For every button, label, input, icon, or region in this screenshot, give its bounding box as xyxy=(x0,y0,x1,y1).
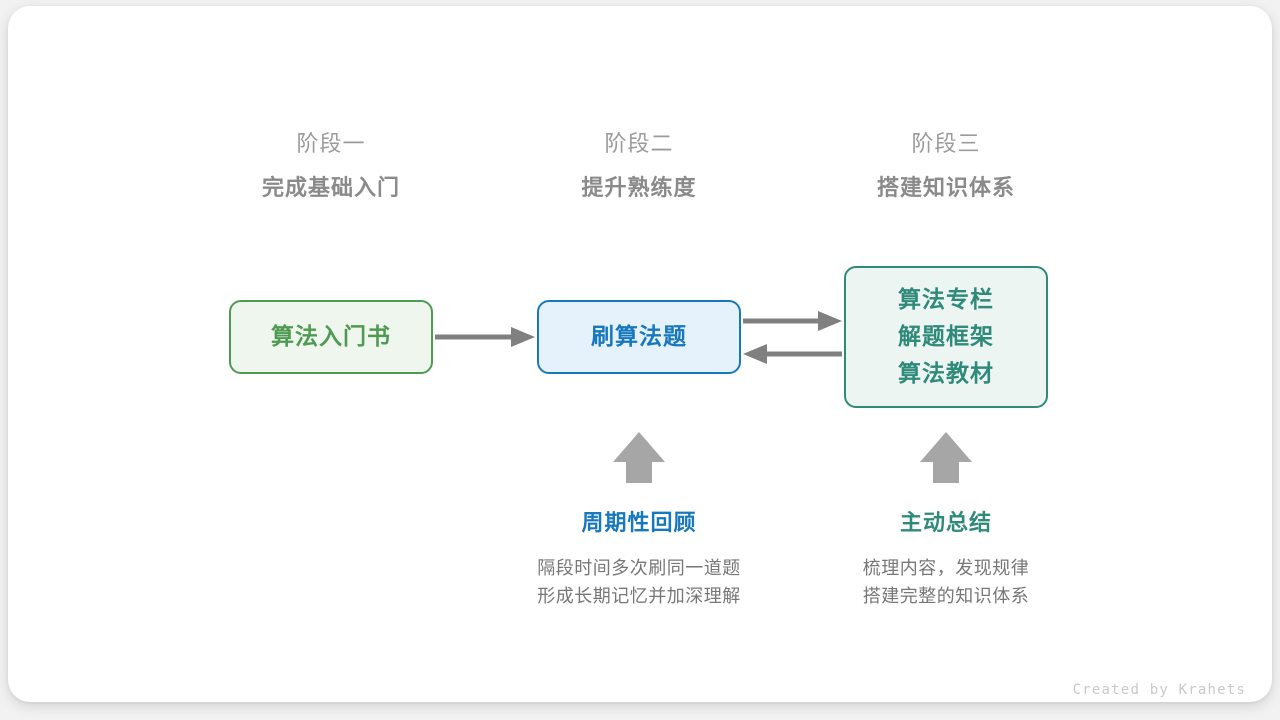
annotation-review-title: 周期性回顾 xyxy=(581,511,697,536)
node-knowledge-line-1: 算法专栏 xyxy=(898,286,994,313)
phase-title-2: 提升熟练度 xyxy=(581,176,697,201)
phase-kicker-1: 阶段一 xyxy=(296,132,366,157)
phase-title-3: 搭建知识体系 xyxy=(876,176,1015,201)
node-knowledge-resources[interactable]: 算法专栏 解题框架 算法教材 xyxy=(844,266,1048,408)
phase-header-3: 阶段三 搭建知识体系 xyxy=(816,130,1076,205)
phase-header-2: 阶段二 提升熟练度 xyxy=(509,130,769,205)
annotation-periodic-review: 周期性回顾 隔段时间多次刷同一道题 形成长期记忆并加深理解 xyxy=(489,508,789,611)
annotation-summary-desc-line-1: 梳理内容，发现规律 xyxy=(862,558,1030,579)
node-practice-problems[interactable]: 刷算法题 xyxy=(537,300,741,374)
annotation-summary-desc-line-2: 搭建完整的知识体系 xyxy=(862,586,1030,607)
annotation-review-desc-line-1: 隔段时间多次刷同一道题 xyxy=(537,558,741,579)
node-knowledge-line-2: 解题框架 xyxy=(898,323,994,350)
node-book-line-1: 算法入门书 xyxy=(271,323,391,350)
phase-kicker-2: 阶段二 xyxy=(604,132,674,157)
phase-title-1: 完成基础入门 xyxy=(261,176,400,201)
arrow-knowledge-to-practice xyxy=(743,344,842,364)
phase-kicker-3: 阶段三 xyxy=(911,132,981,157)
node-practice-line-1: 刷算法题 xyxy=(591,323,687,350)
arrow-book-to-practice xyxy=(435,327,535,347)
phase-header-1: 阶段一 完成基础入门 xyxy=(201,130,461,205)
arrow-up-review xyxy=(613,432,665,483)
annotation-summary-title: 主动总结 xyxy=(899,511,992,536)
arrow-practice-to-knowledge xyxy=(743,311,842,331)
credit-text: Created by Krahets xyxy=(1072,682,1246,698)
node-knowledge-line-3: 算法教材 xyxy=(898,360,994,387)
arrow-up-summary xyxy=(920,432,972,483)
annotation-active-summary: 主动总结 梳理内容，发现规律 搭建完整的知识体系 xyxy=(796,508,1096,611)
annotation-review-desc-line-2: 形成长期记忆并加深理解 xyxy=(537,586,741,607)
node-algorithm-intro-book[interactable]: 算法入门书 xyxy=(229,300,433,374)
